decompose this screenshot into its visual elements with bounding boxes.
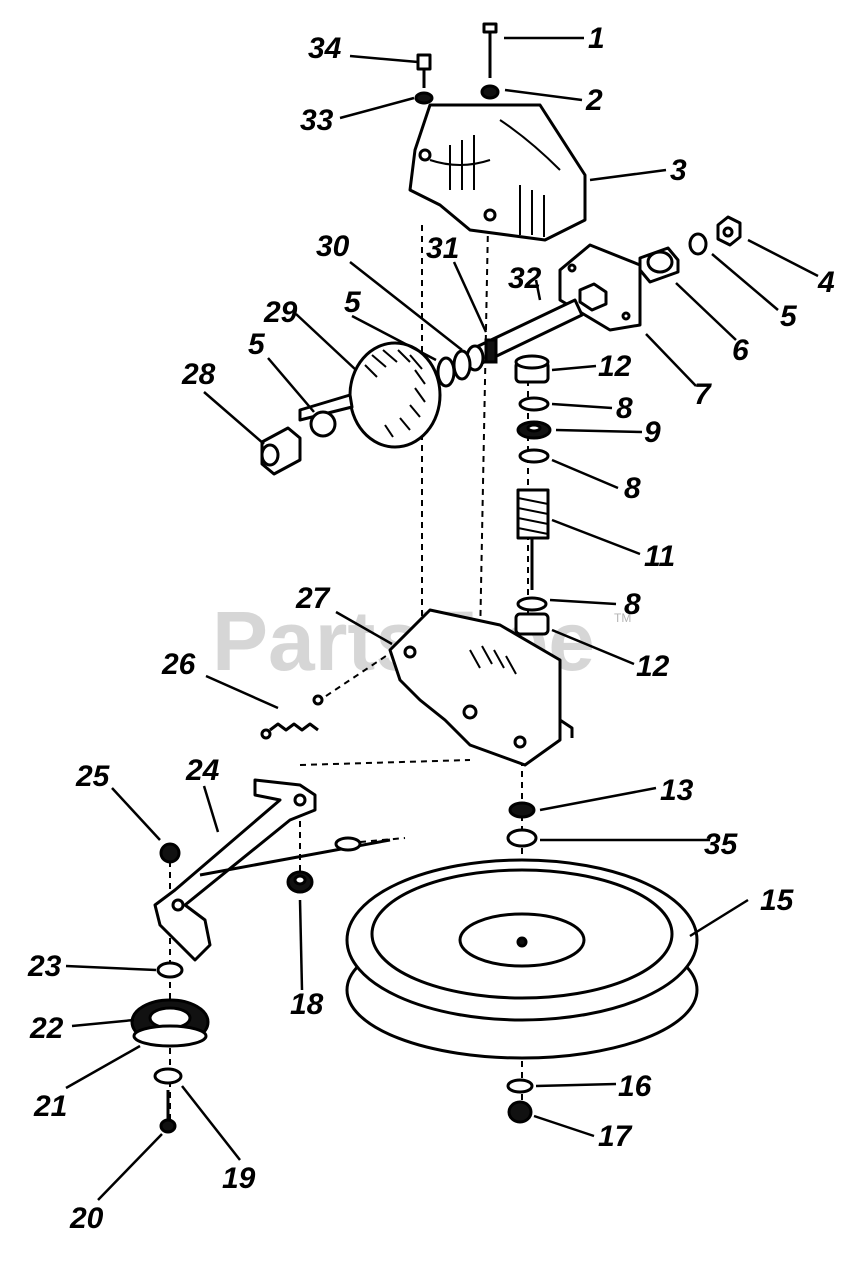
callout-26: 26: [161, 648, 196, 681]
callout-11: 11: [644, 540, 675, 573]
part-nut-17: [507, 1100, 533, 1124]
callout-28: 28: [181, 358, 216, 391]
callout-17: 17: [598, 1120, 633, 1153]
watermark-trademark: TM: [614, 611, 631, 625]
part-washer-16: [506, 1078, 534, 1094]
part-bolt-1: [482, 22, 498, 78]
callout-5-center: 5: [344, 286, 362, 319]
part-gear-case-27: [388, 608, 574, 767]
callout-31: 31: [426, 232, 459, 265]
part-washer-35: [506, 828, 538, 848]
part-housing-cover-3: [408, 103, 587, 242]
callout-25: 25: [75, 760, 111, 793]
part-bolt-20: [159, 1090, 177, 1134]
callout-8-upper: 8: [616, 392, 633, 425]
part-washer-30: [452, 349, 472, 381]
part-lever-arm-24: [153, 778, 391, 962]
callout-27: 27: [295, 582, 331, 615]
part-spring-26: [260, 694, 324, 740]
callout-1: 1: [588, 22, 605, 55]
part-bushing-6: [638, 246, 680, 284]
part-bushing-12-lower: [514, 612, 550, 636]
part-worm-11: [516, 488, 550, 590]
callout-20: 20: [69, 1202, 104, 1235]
part-worm-gear-29: [298, 341, 442, 449]
part-idler-pulley-22: [130, 998, 210, 1048]
callout-labels: 1 2 3 4 5 5 5 6 7 8 8 8 9 11 12 12 13 35…: [27, 22, 835, 1235]
part-washer-8-middle: [518, 448, 550, 464]
part-washer-8-upper: [518, 396, 550, 412]
callout-5-left: 5: [248, 328, 266, 361]
callout-33: 33: [300, 104, 334, 137]
part-bushing-12-upper: [514, 354, 550, 384]
callout-18: 18: [290, 988, 324, 1021]
part-washer-5-left: [309, 410, 337, 438]
callout-5-right: 5: [780, 300, 798, 333]
part-washer-19: [153, 1067, 183, 1085]
part-nut-25: [159, 842, 181, 864]
callout-16: 16: [618, 1070, 652, 1103]
callout-32: 32: [508, 262, 542, 295]
part-washer-13: [508, 801, 536, 819]
callout-13: 13: [660, 774, 694, 807]
callout-9: 9: [644, 416, 661, 449]
part-washer-2: [480, 84, 500, 100]
callout-12-lower: 12: [636, 650, 670, 683]
part-washer-5-center: [436, 356, 456, 388]
callout-19: 19: [222, 1162, 256, 1195]
part-washer-8-lower: [516, 596, 548, 612]
callout-15: 15: [760, 884, 795, 917]
part-washer-23: [156, 961, 184, 979]
callout-7: 7: [694, 378, 712, 411]
callout-22: 22: [29, 1012, 64, 1045]
callout-4: 4: [817, 266, 835, 299]
callout-6: 6: [732, 334, 749, 367]
callout-34: 34: [308, 32, 342, 65]
callout-35: 35: [704, 828, 739, 861]
part-spacer-18: [286, 870, 314, 894]
part-bearing-9: [516, 420, 552, 440]
callout-30: 30: [316, 230, 350, 263]
callout-2: 2: [585, 84, 603, 117]
callout-29: 29: [263, 296, 298, 329]
callout-8-middle: 8: [624, 472, 641, 505]
part-washer-5-right: [688, 232, 708, 256]
part-nut-4: [716, 215, 742, 247]
part-screw-34: [416, 53, 432, 88]
callout-8-lower: 8: [624, 588, 641, 621]
leader-lines: [65, 36, 819, 1201]
callout-21: 21: [33, 1090, 67, 1123]
callout-3: 3: [670, 154, 687, 187]
part-drive-pulley-15: [345, 858, 699, 1060]
part-washer-33: [414, 91, 434, 105]
callout-12-upper: 12: [598, 350, 632, 383]
part-pin-31: [484, 338, 498, 364]
callout-23: 23: [27, 950, 62, 983]
part-bearing-28: [260, 426, 302, 476]
callout-24: 24: [185, 754, 220, 787]
